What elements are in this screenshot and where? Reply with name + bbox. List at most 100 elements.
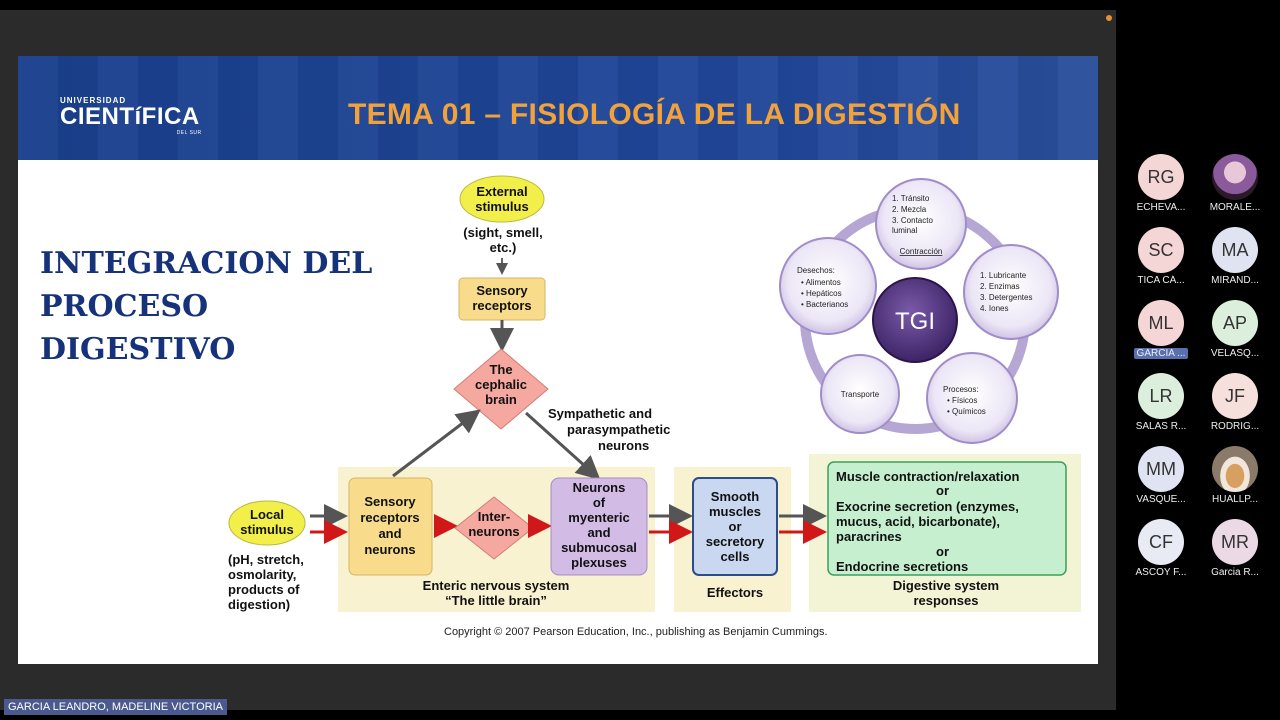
tgi-contraccion-node xyxy=(875,178,967,270)
response-line: Exocrine secretion (enzymes, xyxy=(836,499,1019,514)
local-stimulus-label: stimulus xyxy=(240,522,293,537)
tgi-secrecion-node xyxy=(963,244,1059,340)
smooth-muscles-label: or xyxy=(729,519,742,534)
external-stimulus-label: External xyxy=(476,184,527,199)
local-note: products of xyxy=(228,582,300,597)
participant-name: VELASQ... xyxy=(1210,348,1260,359)
participant-name: ECHEVA... xyxy=(1136,202,1186,213)
local-note: (pH, stretch, xyxy=(228,552,304,567)
interneurons-label: Inter- xyxy=(478,509,511,524)
sympathetic-label: parasympathetic xyxy=(567,422,670,437)
avatar: MM xyxy=(1138,446,1184,492)
participant-name: MIRAND... xyxy=(1211,275,1259,286)
avatar: MR xyxy=(1212,519,1258,565)
sensory-receptors-label: receptors xyxy=(472,298,531,313)
tgi-desechos-node xyxy=(779,237,877,335)
external-note: (sight, smell, xyxy=(463,225,542,240)
participant-tile[interactable]: CF ASCOY F... xyxy=(1124,519,1198,578)
smooth-muscles-label: secretory xyxy=(706,534,765,549)
avatar: RG xyxy=(1138,154,1184,200)
enteric-system-label: “The little brain” xyxy=(445,593,547,608)
tgi-right-line: 3. Detergentes xyxy=(980,293,1032,302)
local-note: digestion) xyxy=(228,597,290,612)
participant-tile[interactable]: MA MIRAND... xyxy=(1198,227,1272,286)
tgi-center-label: TGI xyxy=(895,308,935,335)
participant-tile[interactable]: LR SALAS R... xyxy=(1124,373,1198,432)
sensory-neurons-label: receptors xyxy=(360,510,419,525)
avatar: CF xyxy=(1138,519,1184,565)
tgi-procesos-node xyxy=(926,352,1018,444)
myenteric-label: submucosal xyxy=(561,540,637,555)
logo-sub-text: DEL SUR xyxy=(176,130,202,136)
external-stimulus-label: stimulus xyxy=(475,199,528,214)
logo-big-text: CIENTíFICA xyxy=(60,103,200,130)
tgi-desechos-line: Desechos: xyxy=(797,266,835,275)
tgi-center-node xyxy=(872,277,958,363)
avatar: LR xyxy=(1138,373,1184,419)
tgi-top-line: 2. Mezcla xyxy=(892,205,927,214)
external-note: etc.) xyxy=(490,240,517,255)
side-heading: INTEGRACION DEL PROCESO DIGESTIVO xyxy=(40,242,430,371)
participant-name: TICA CÁ... xyxy=(1137,275,1185,286)
recording-indicator xyxy=(1106,15,1112,21)
avatar: AP xyxy=(1212,300,1258,346)
effectors-node xyxy=(692,477,778,576)
tgi-procesos-line: Procesos: xyxy=(943,385,979,394)
responses-label: Digestive system xyxy=(893,578,999,593)
myenteric-label: and xyxy=(587,525,610,540)
participant-tile[interactable]: MM VASQUE... xyxy=(1124,446,1198,505)
local-note: osmolarity, xyxy=(228,567,296,582)
participant-name: SALAS R... xyxy=(1135,421,1187,432)
participant-tile[interactable]: AP VELASQ... xyxy=(1198,300,1272,359)
local-stimulus-node xyxy=(228,500,306,546)
tgi-top-line: luminal xyxy=(892,226,918,235)
slide-title: TEMA 01 – FISIOLOGÍA DE LA DIGESTIÓN xyxy=(348,98,961,131)
sensory-neurons-label: neurons xyxy=(364,542,415,557)
enteric-system-label: Enteric nervous system xyxy=(423,578,570,593)
myenteric-label: of xyxy=(593,495,606,510)
participant-tile[interactable]: JF RODRIG... xyxy=(1198,373,1272,432)
cephalic-brain-node xyxy=(453,348,549,430)
participant-tile[interactable]: MR Garcia R... xyxy=(1198,519,1272,578)
participant-tile[interactable]: MORALE... xyxy=(1198,154,1272,213)
responses-node xyxy=(827,461,1067,576)
heading-line: PROCESO xyxy=(40,289,209,324)
myenteric-label: plexuses xyxy=(571,555,627,570)
tgi-desechos-line: • Bacterianos xyxy=(801,300,848,309)
response-line: Endocrine secretions xyxy=(836,559,968,574)
tgi-top-line: 1. Tránsito xyxy=(892,194,930,203)
smooth-muscles-label: Smooth xyxy=(711,489,759,504)
effectors-label: Effectors xyxy=(707,585,763,600)
interneurons-label: neurons xyxy=(468,524,519,539)
avatar xyxy=(1212,154,1258,200)
tgi-transporte-node xyxy=(820,354,900,434)
participant-tile[interactable]: SC TICA CÁ... xyxy=(1124,227,1198,286)
avatar: SC xyxy=(1138,227,1184,273)
university-logo: UNIVERSIDAD CIENTíFICA DEL SUR xyxy=(60,96,201,136)
response-line: Muscle contraction/relaxation xyxy=(836,469,1020,484)
participant-name: VASQUE... xyxy=(1136,494,1186,505)
response-line: or xyxy=(936,483,949,498)
sympathetic-label: Sympathetic and xyxy=(548,406,652,421)
participant-name: MORALE... xyxy=(1209,202,1261,213)
avatar xyxy=(1212,446,1258,492)
sympathetic-label: neurons xyxy=(598,438,649,453)
cephalic-brain-label: cephalic xyxy=(475,377,527,392)
participant-tile[interactable]: HUALLP... xyxy=(1198,446,1272,505)
sensory-receptors-label: Sensory xyxy=(476,283,528,298)
sensory-neurons-label: Sensory xyxy=(364,494,416,509)
cephalic-brain-label: The xyxy=(489,362,512,377)
copyright-text: Copyright © 2007 Pearson Education, Inc.… xyxy=(444,626,828,638)
avatar: JF xyxy=(1212,373,1258,419)
avatar: MA xyxy=(1212,227,1258,273)
tgi-right-line: 1. Lubricante xyxy=(980,271,1027,280)
myenteric-label: myenteric xyxy=(568,510,629,525)
cephalic-brain-label: brain xyxy=(485,392,517,407)
smooth-muscles-label: muscles xyxy=(709,504,761,519)
myenteric-label: Neurons xyxy=(573,480,626,495)
participant-tile[interactable]: ML GARCIA ... xyxy=(1124,300,1198,364)
participant-tile[interactable]: RG ECHEVA... xyxy=(1124,154,1198,213)
tgi-right-line: 2. Enzimas xyxy=(980,282,1020,291)
tgi-procesos-line: • Físicos xyxy=(947,396,977,405)
tgi-desechos-line: • Alimentos xyxy=(801,278,841,287)
